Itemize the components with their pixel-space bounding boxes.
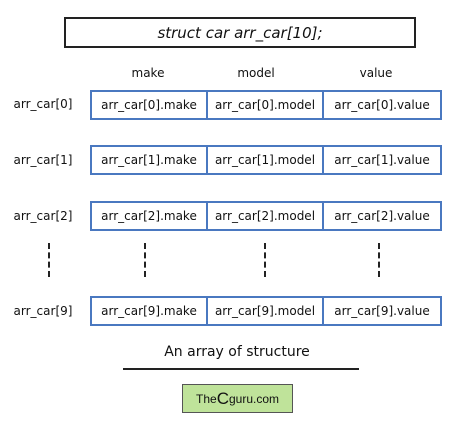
column-header-value: value xyxy=(359,66,393,80)
array-element-row: arr_car[0].make arr_car[0].model arr_car… xyxy=(90,90,442,120)
cell-make: arr_car[9].make xyxy=(101,304,197,318)
continuation-dash xyxy=(144,243,146,277)
struct-declaration: struct car arr_car[10]; xyxy=(64,17,416,48)
diagram-caption: An array of structure xyxy=(164,344,310,360)
cell-model: arr_car[9].model xyxy=(206,298,322,324)
continuation-dash xyxy=(264,243,266,277)
continuation-dash xyxy=(48,243,50,277)
cell-value: arr_car[0].value xyxy=(322,92,440,118)
logo-text-c: C xyxy=(216,389,229,408)
row-label: arr_car[0] xyxy=(13,97,73,111)
row-label: arr_car[9] xyxy=(13,304,73,318)
array-element-row: arr_car[9].make arr_car[9].model arr_car… xyxy=(90,296,442,326)
cell-value: arr_car[1].value xyxy=(322,147,440,173)
row-label: arr_car[2] xyxy=(13,209,73,223)
caption-underline xyxy=(123,368,359,370)
cell-model: arr_car[2].model xyxy=(206,203,322,229)
cell-make: arr_car[0].make xyxy=(101,98,197,112)
array-element-row: arr_car[1].make arr_car[1].model arr_car… xyxy=(90,145,442,175)
row-label: arr_car[1] xyxy=(13,153,73,167)
column-header-model: model xyxy=(237,66,275,80)
cell-value: arr_car[9].value xyxy=(322,298,440,324)
cell-model: arr_car[1].model xyxy=(206,147,322,173)
cell-model: arr_car[0].model xyxy=(206,92,322,118)
column-header-make: make xyxy=(131,66,165,80)
array-element-row: arr_car[2].make arr_car[2].model arr_car… xyxy=(90,201,442,231)
logo-text-pre: The xyxy=(196,391,217,406)
cell-make: arr_car[2].make xyxy=(101,209,197,223)
cell-value: arr_car[2].value xyxy=(322,203,440,229)
continuation-dash xyxy=(378,243,380,277)
cell-make: arr_car[1].make xyxy=(101,153,197,167)
logo-text-post: guru.com xyxy=(228,391,279,406)
